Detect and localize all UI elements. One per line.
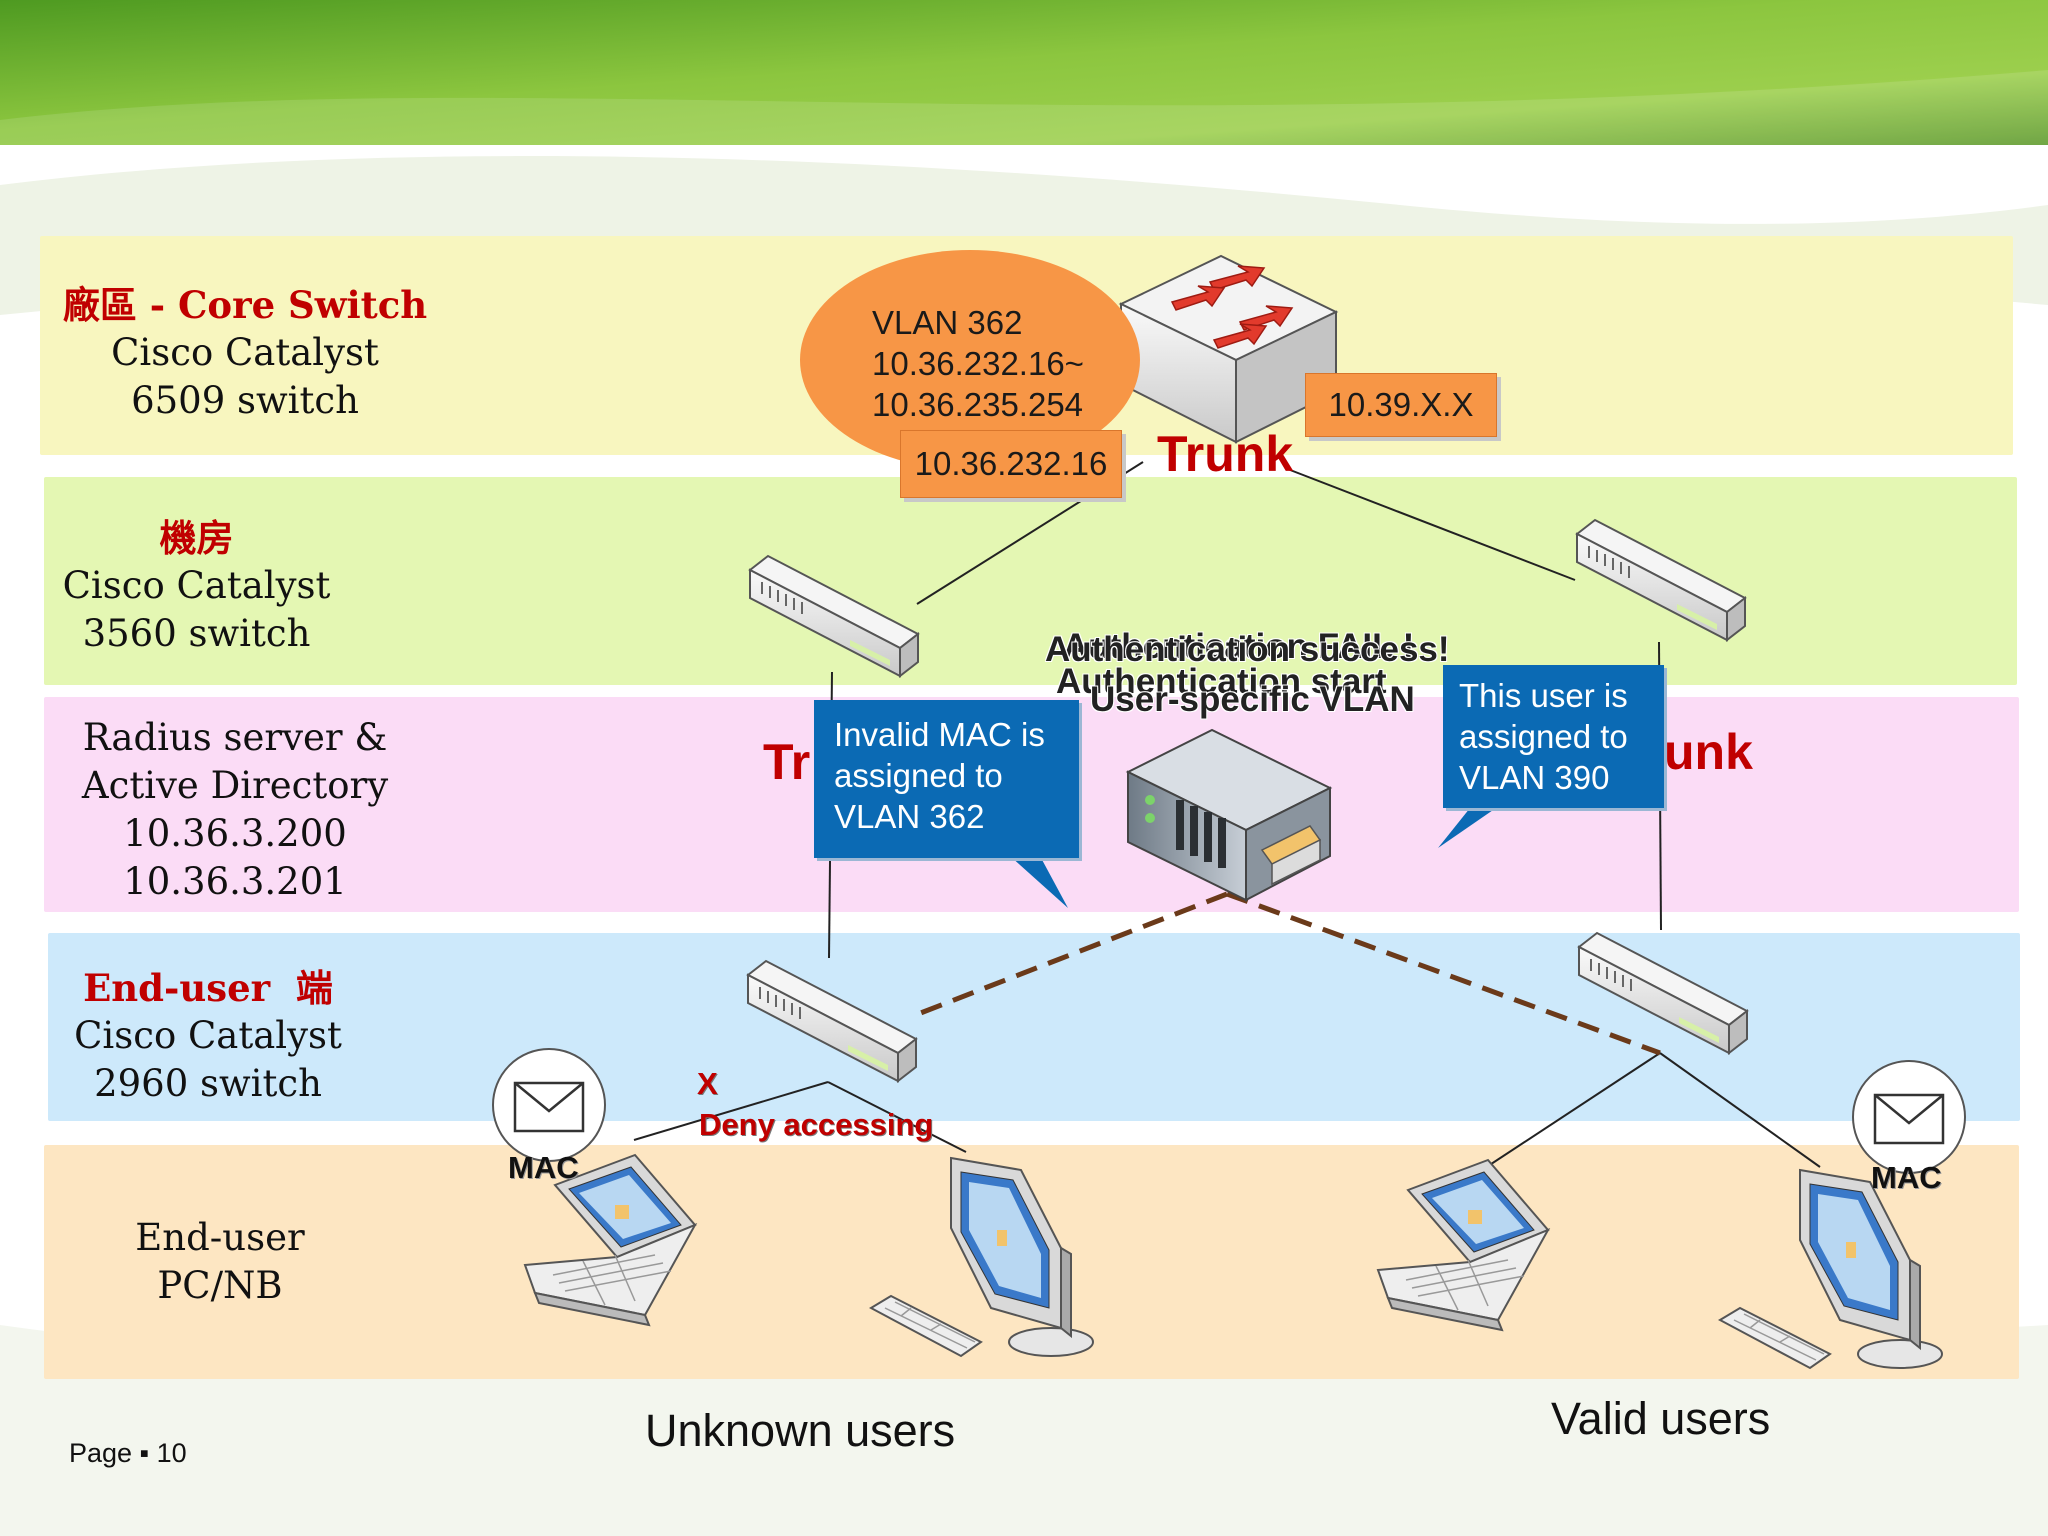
- switch-2960-right: [1578, 932, 1748, 1054]
- trunk-label-top: Trunk: [1157, 426, 1294, 482]
- label-server-room-title: 機房: [159, 516, 234, 560]
- vlan-line3: 10.36.235.254: [872, 386, 1084, 423]
- label-core-switch-title: 廠區 - Core Switch: [62, 283, 428, 327]
- callout-left-tail: [1010, 856, 1068, 908]
- label-end-user-switch: End-user 端 Cisco Catalyst 2960 switch: [40, 964, 376, 1108]
- mac-label-right: MAC: [1871, 1160, 1942, 1195]
- label-server-room-line1: Cisco Catalyst: [62, 564, 331, 607]
- label-radius-line1: Radius server &: [82, 716, 388, 759]
- unknown-users-caption: Unknown users: [645, 1405, 956, 1456]
- radius-server-icon: [1125, 728, 1333, 902]
- switch-3560-right: [1576, 519, 1746, 641]
- link-right-laptop: [1481, 1052, 1661, 1171]
- trunk-label-right: unk: [1664, 724, 1753, 780]
- link-right-desktop: [1659, 1052, 1821, 1168]
- link-left-laptop: [633, 1081, 829, 1141]
- valid-users-caption: Valid users: [1551, 1393, 1771, 1444]
- mac-label-left: MAC: [508, 1150, 579, 1185]
- callout-invalid-line2: assigned to: [834, 757, 1003, 794]
- label-radius-line2: Active Directory: [81, 764, 389, 807]
- callout-invalid-line1: Invalid MAC is: [834, 716, 1045, 753]
- label-end-user-switch-line1: Cisco Catalyst: [74, 1014, 342, 1057]
- callout-right-tail: [1438, 808, 1496, 848]
- callout-valid-line3: VLAN 390: [1459, 759, 1610, 796]
- callout-valid-line1: This user is: [1459, 677, 1628, 714]
- callout-invalid-line3: VLAN 362: [834, 798, 985, 835]
- header-bar: [0, 0, 2048, 145]
- label-end-user-pc-line2: PC/NB: [157, 1264, 283, 1307]
- ip-box-gateway: 10.36.232.16: [900, 430, 1122, 498]
- vlan-line1: VLAN 362: [872, 304, 1023, 341]
- label-server-room: 機房 Cisco Catalyst 3560 switch: [40, 514, 353, 658]
- label-core-switch-line1: Cisco Catalyst: [111, 331, 379, 374]
- label-end-user-switch-line2: 2960 switch: [94, 1062, 322, 1105]
- vlan-range-text: VLAN 362 10.36.232.16~ 10.36.235.254: [872, 302, 1132, 425]
- label-radius: Radius server & Active Directory 10.36.3…: [60, 714, 410, 906]
- desktop-valid: [1719, 1169, 1943, 1369]
- ip-box-range: 10.39.X.X: [1305, 373, 1497, 437]
- label-radius-line4: 10.36.3.201: [123, 860, 347, 903]
- label-end-user-pc: End-user PC/NB: [60, 1214, 380, 1310]
- deny-accessing-text: Deny accessing: [699, 1107, 934, 1142]
- label-server-room-line2: 3560 switch: [82, 612, 311, 655]
- auth-start-text: Authentication start: [1056, 662, 1387, 701]
- mac-envelope-icon-left: [491, 1047, 607, 1163]
- vlan-line2: 10.36.232.16~: [872, 345, 1084, 382]
- mac-envelope-icon-right: [1851, 1059, 1967, 1175]
- auth-dashed-left: [917, 891, 1228, 1017]
- laptop-valid: [1377, 1159, 1549, 1331]
- core-switch-icon: [1118, 254, 1339, 444]
- callout-invalid-mac: Invalid MAC is assigned to VLAN 362: [814, 700, 1079, 858]
- label-end-user-pc-line1: End-user: [135, 1216, 305, 1259]
- auth-success-text: Authentication success!: [1045, 630, 1450, 669]
- callout-valid-user: This user is assigned to VLAN 390: [1443, 665, 1664, 808]
- trunk-label-left: Tr: [763, 734, 811, 790]
- label-core-switch-line2: 6509 switch: [131, 379, 359, 422]
- page-number: Page ▪ 10: [69, 1438, 187, 1468]
- label-end-user-switch-title: End-user 端: [83, 966, 333, 1010]
- desktop-unknown: [870, 1157, 1094, 1357]
- link-core-right: [1284, 467, 1576, 581]
- switch-3560-left: [749, 555, 919, 677]
- label-radius-line3: 10.36.3.200: [123, 812, 347, 855]
- link-left-desktop: [827, 1081, 967, 1153]
- auth-dashed-right: [1226, 891, 1661, 1056]
- label-core-switch: 廠區 - Core Switch Cisco Catalyst 6509 swi…: [40, 281, 450, 425]
- callout-valid-line2: assigned to: [1459, 718, 1628, 755]
- user-specific-vlan-text: User-specific VLAN: [1090, 680, 1415, 719]
- auth-fail-text: Authentication FAIL !: [1063, 627, 1415, 666]
- deny-x-mark: X: [697, 1066, 718, 1101]
- switch-2960-left: [747, 960, 917, 1082]
